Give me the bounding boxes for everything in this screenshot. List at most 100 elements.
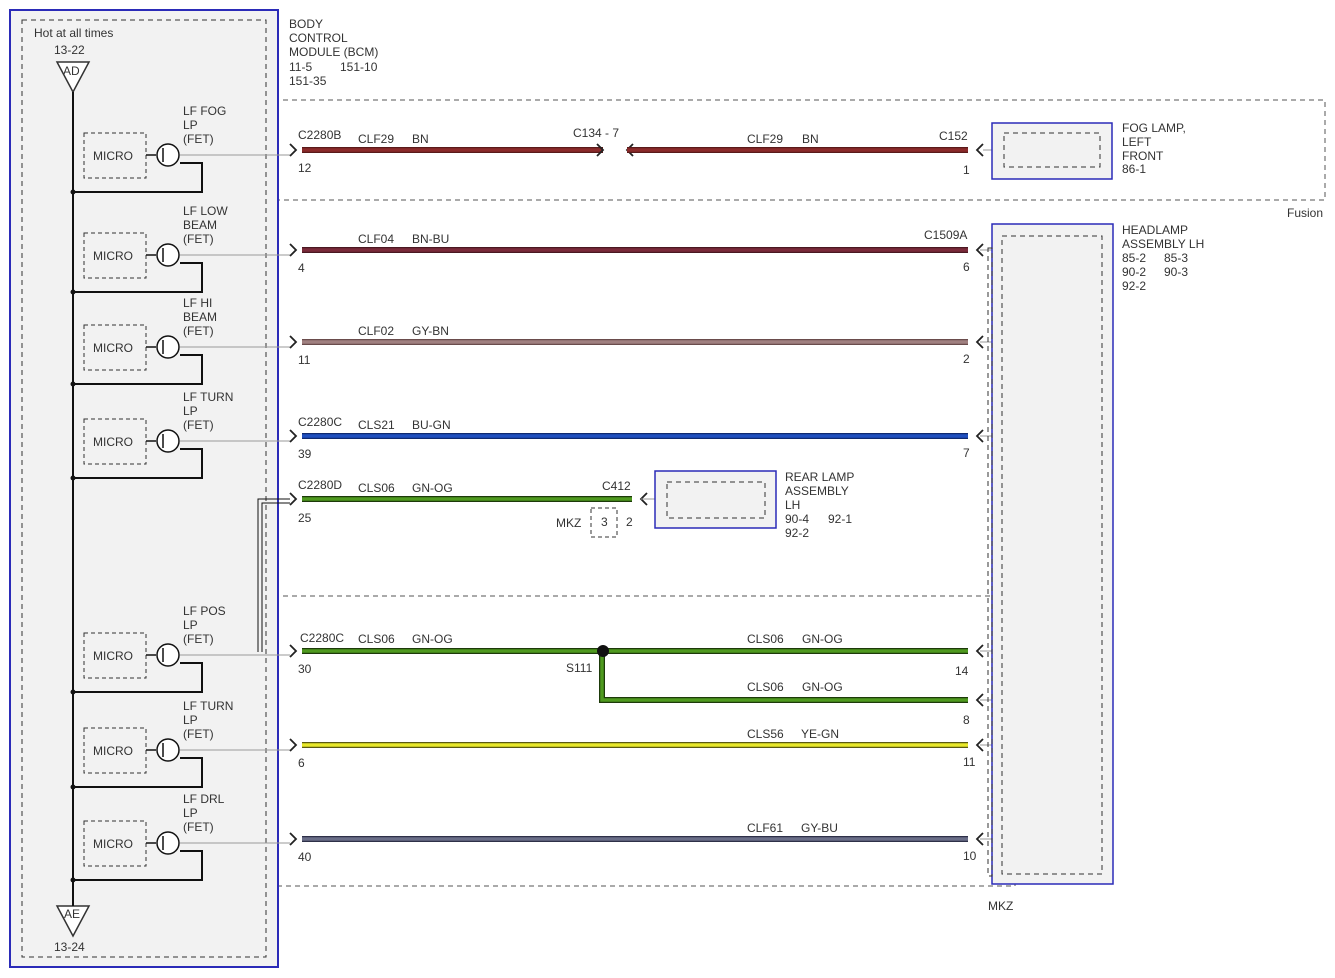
output-label: LF TURN bbox=[183, 390, 233, 404]
left-pin: 4 bbox=[298, 261, 305, 275]
micro-label: MICRO bbox=[93, 341, 133, 355]
bus-junction bbox=[70, 784, 76, 790]
circuit-id: CLF04 bbox=[358, 232, 394, 246]
left-connector: C2280C bbox=[298, 415, 342, 429]
right-pin: 11 bbox=[963, 755, 976, 769]
headlamp-title-1: HEADLAMP bbox=[1122, 223, 1188, 237]
bus-junction bbox=[70, 381, 76, 387]
right-connector: C412 bbox=[602, 479, 631, 493]
circuit-id: CLS06 bbox=[747, 632, 784, 646]
bcm-ref-1: 11-5 bbox=[289, 60, 312, 74]
bcm-arrow-hi bbox=[289, 335, 298, 349]
bus-tap bbox=[73, 262, 203, 293]
output-label: (FET) bbox=[183, 232, 214, 246]
top-ground-icon bbox=[55, 61, 91, 94]
wire-color: BU-GN bbox=[412, 418, 451, 432]
circuit-id: CLF61 bbox=[747, 821, 783, 835]
headlamp-ref-4: 90-3 bbox=[1164, 265, 1188, 279]
mkz-label: MKZ bbox=[988, 899, 1013, 913]
wire-color: BN-BU bbox=[412, 232, 449, 246]
splice-label: S111 bbox=[566, 661, 593, 675]
left-pin: 40 bbox=[298, 850, 312, 864]
left-pin: 6 bbox=[298, 756, 305, 770]
rear-lamp-ref-1: 90-4 bbox=[785, 512, 809, 526]
headlamp-left-dashes bbox=[987, 247, 993, 877]
output-label: LP bbox=[183, 618, 198, 632]
inline-connector: C134 - 7 bbox=[573, 126, 619, 140]
output-label: LP bbox=[183, 806, 198, 820]
output-label: BEAM bbox=[183, 310, 217, 324]
top-ground-label: AD bbox=[63, 64, 80, 78]
bcm-ref-2: 151-10 bbox=[340, 60, 378, 74]
pin: 3 bbox=[601, 515, 608, 529]
left-connector: C2280B bbox=[298, 128, 341, 142]
left-pin: 12 bbox=[298, 161, 312, 175]
fusion-label: Fusion bbox=[1287, 206, 1323, 220]
wire-color: GY-BU bbox=[801, 821, 838, 835]
lamp-arrow-pos bbox=[975, 644, 984, 658]
bcm-arrow-turn1 bbox=[289, 429, 298, 443]
headlamp-box bbox=[991, 223, 1114, 885]
fet-icon bbox=[156, 335, 180, 359]
left-pin: 30 bbox=[298, 662, 312, 676]
circuit-id: CLF29 bbox=[747, 132, 783, 146]
right-pin: 7 bbox=[963, 446, 970, 460]
output-label: LP bbox=[183, 118, 198, 132]
lamp-arrow-turn2 bbox=[975, 738, 984, 752]
micro-label: MICRO bbox=[93, 249, 133, 263]
fet-icon bbox=[156, 429, 180, 453]
output-label: (FET) bbox=[183, 132, 214, 146]
circuit-id: CLS06 bbox=[747, 680, 784, 694]
output-label: LF POS bbox=[183, 604, 226, 618]
micro-label: MICRO bbox=[93, 435, 133, 449]
fog-lamp-inner bbox=[1003, 132, 1101, 168]
wire-color: BN bbox=[802, 132, 819, 146]
output-label: (FET) bbox=[183, 632, 214, 646]
right-pin: 10 bbox=[963, 849, 977, 863]
wire-color: GN-OG bbox=[802, 632, 843, 646]
pin: 2 bbox=[626, 515, 633, 529]
fet-icon bbox=[156, 243, 180, 267]
bcm-module bbox=[9, 9, 279, 968]
right-connector: C1509A bbox=[924, 228, 967, 242]
output-label: LF TURN bbox=[183, 699, 233, 713]
wire-color: YE-GN bbox=[801, 727, 839, 741]
rear-lamp-ref-2: 92-1 bbox=[828, 512, 852, 526]
headlamp-ref-1: 85-2 bbox=[1122, 251, 1146, 265]
circuit-id: CLS06 bbox=[358, 632, 395, 646]
circuit-id: CLF02 bbox=[358, 324, 394, 338]
output-label: LP bbox=[183, 404, 198, 418]
fet-icon bbox=[156, 831, 180, 855]
right-connector: C152 bbox=[939, 129, 968, 143]
left-connector: C2280C bbox=[300, 631, 344, 645]
output-label: (FET) bbox=[183, 727, 214, 741]
bcm-arrow-turn2 bbox=[289, 738, 298, 752]
rear-lamp-ref-3: 92-2 bbox=[785, 526, 809, 540]
right-pin: 1 bbox=[963, 163, 970, 177]
left-pin: 39 bbox=[298, 447, 312, 461]
fog-lamp-title-2: LEFT bbox=[1122, 135, 1152, 149]
micro-label: MICRO bbox=[93, 649, 133, 663]
wire-color: GN-OG bbox=[802, 680, 843, 694]
wire-color: BN bbox=[412, 132, 429, 146]
inline-arrow-fog bbox=[596, 143, 605, 157]
output-label: LP bbox=[183, 713, 198, 727]
wire-pos-branch bbox=[599, 651, 968, 703]
bottom-ground-label: AE bbox=[64, 907, 80, 921]
wire-color: GN-OG bbox=[412, 632, 453, 646]
bcm-branch-rear-2 bbox=[261, 502, 290, 652]
micro-label: MICRO bbox=[93, 149, 133, 163]
left-pin: 25 bbox=[298, 511, 312, 525]
bcm-arrow-low bbox=[289, 243, 298, 257]
lamp-arrow-hi bbox=[975, 335, 984, 349]
headlamp-title-2: ASSEMBLY LH bbox=[1122, 237, 1204, 251]
bcm-arrow-drl bbox=[289, 832, 298, 846]
bus-tap bbox=[73, 757, 203, 788]
bus-tap bbox=[73, 662, 203, 693]
